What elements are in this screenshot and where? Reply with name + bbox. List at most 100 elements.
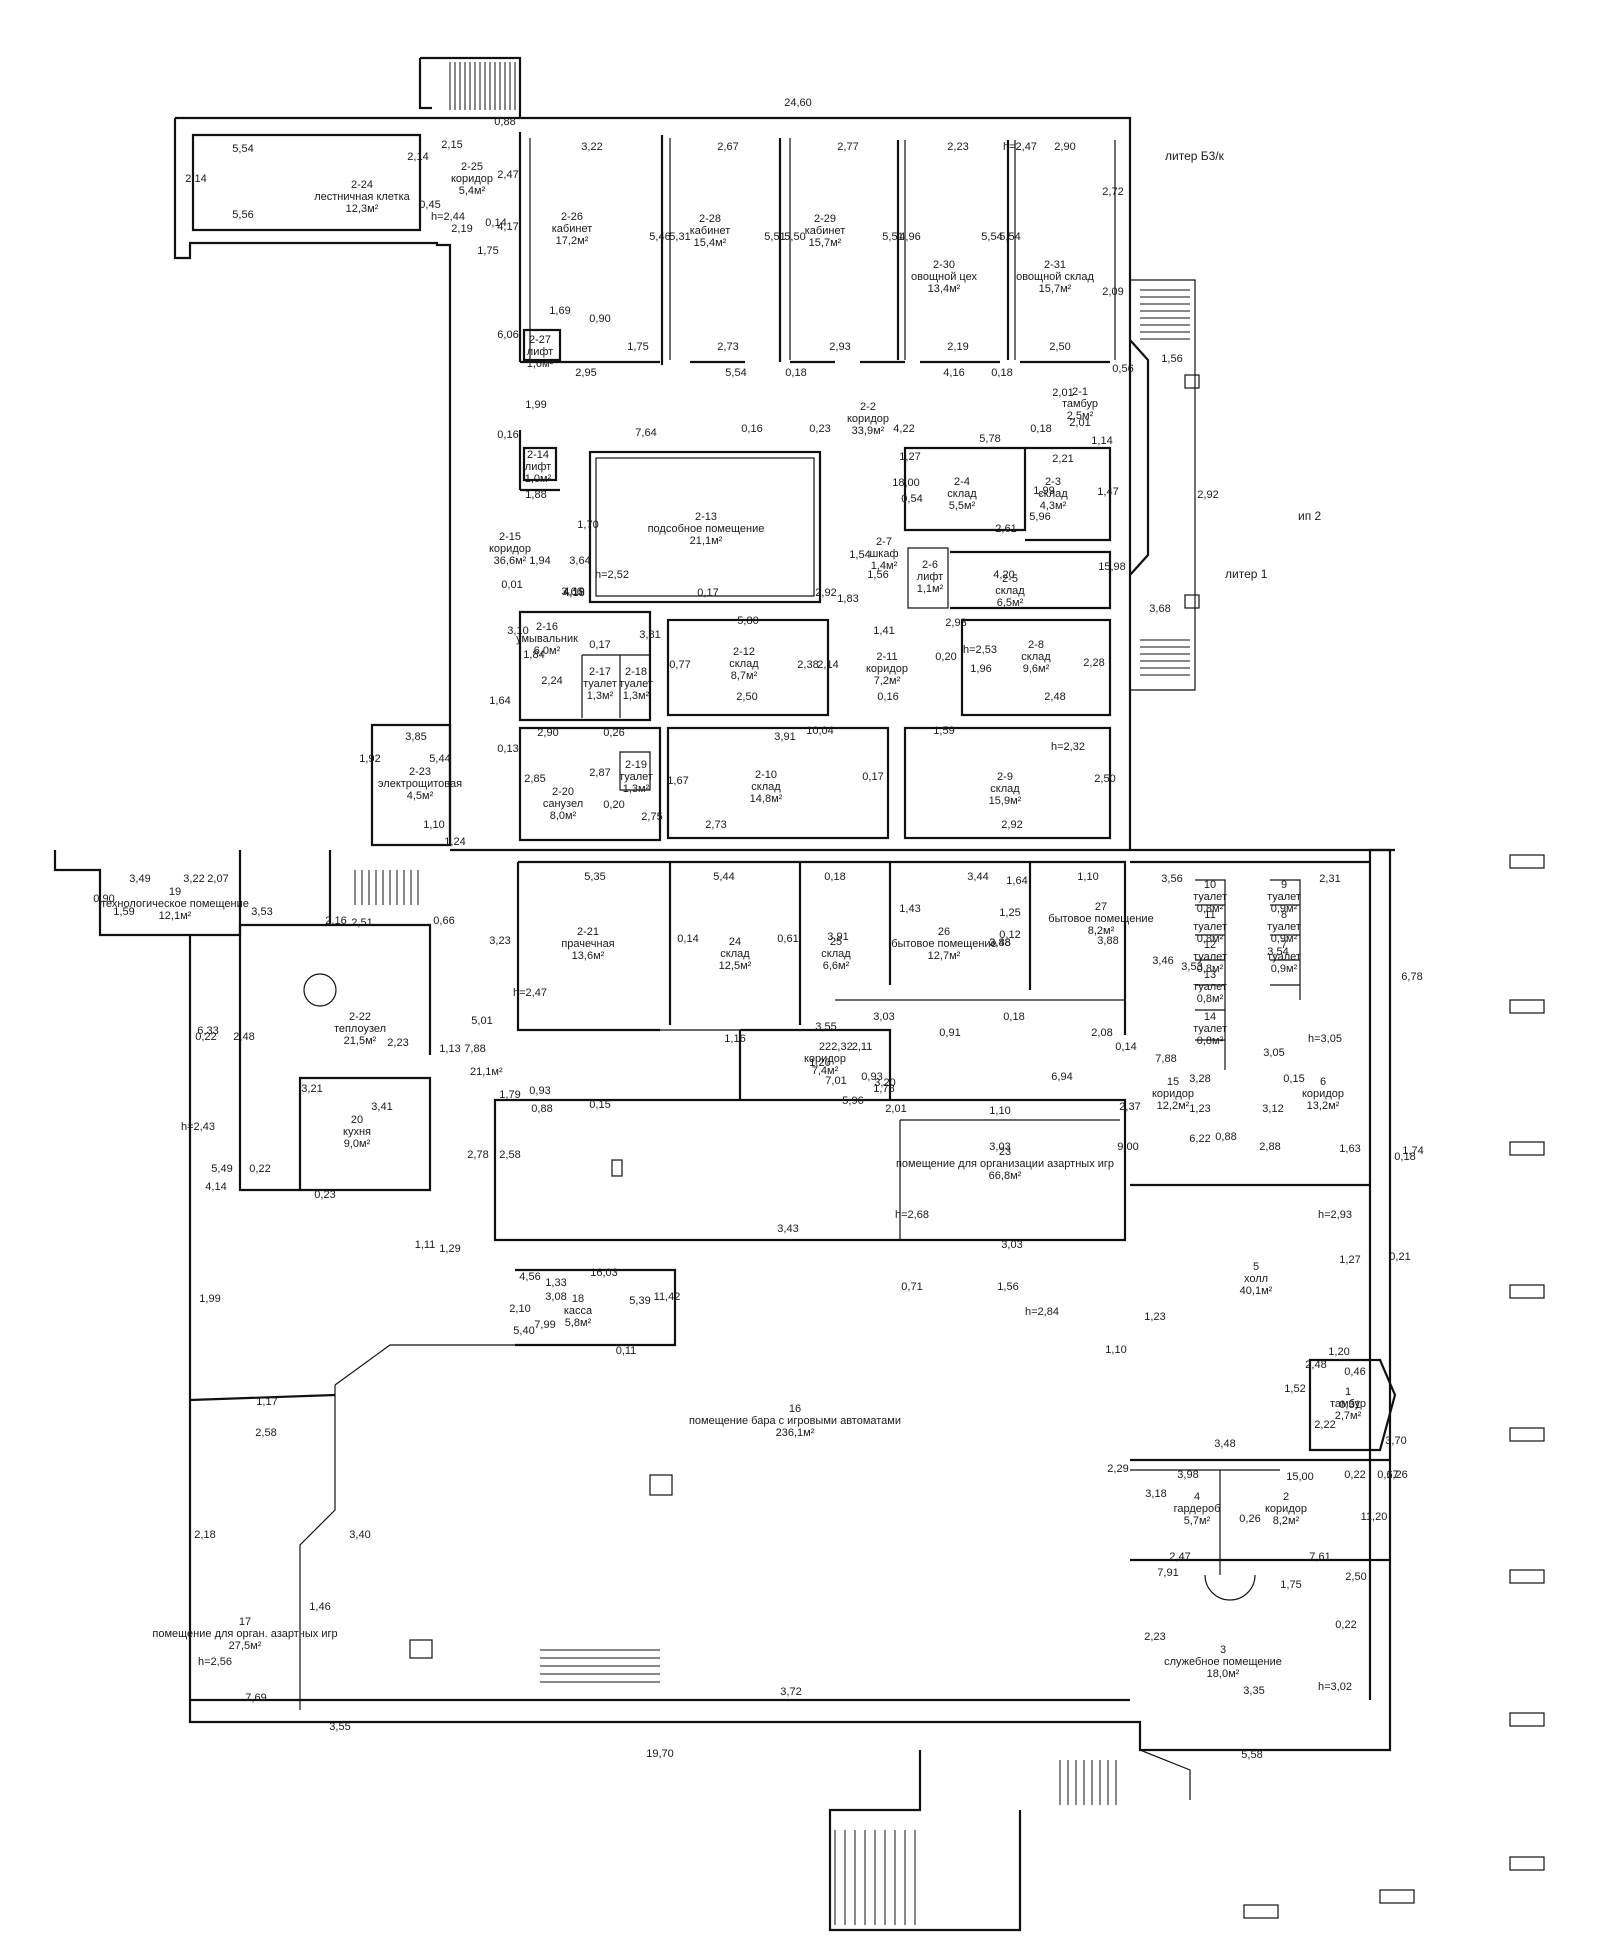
- room-area: 40,1м²: [1240, 1285, 1273, 1297]
- dimension-label: 1,59: [113, 906, 134, 918]
- dimension-label: 7,88: [1155, 1053, 1176, 1065]
- dimension-label: 2,28: [1083, 657, 1104, 669]
- height-label: h=2,68: [895, 1209, 929, 1221]
- dimension-label: 2,51: [351, 917, 372, 929]
- dimension-label: 0,17: [697, 587, 718, 599]
- dimension-label: 2,18: [194, 1529, 215, 1541]
- room-number: 2-8: [1028, 639, 1044, 651]
- dimension-label: 4,16: [943, 367, 964, 379]
- dimension-label: 1,17: [256, 1396, 277, 1408]
- room-number: 23: [999, 1146, 1011, 1158]
- dimension-label: 0,31: [1339, 1399, 1360, 1411]
- room-number: 25: [830, 936, 842, 948]
- room-area: 2,7м²: [1335, 1410, 1362, 1422]
- dimension-label: 3,10: [507, 625, 528, 637]
- dimension-label: 0,26: [603, 727, 624, 739]
- dimension-label: 1,27: [899, 451, 920, 463]
- dimension-label: 3,54: [1267, 946, 1288, 958]
- room-name: туалет: [1193, 951, 1227, 963]
- room-number: 2-10: [755, 769, 777, 781]
- dimension-label: 2,77: [837, 141, 858, 153]
- room-area: 12,7м²: [928, 950, 961, 962]
- dimension-label: 1,10: [1105, 1344, 1126, 1356]
- room-area: 0,8м²: [1197, 933, 1224, 945]
- dimension-label: 2,92: [815, 587, 836, 599]
- dimension-label: 3,12: [1262, 1103, 1283, 1115]
- room-name: гардероб: [1174, 1503, 1221, 1515]
- dimension-label: 2,07: [207, 873, 228, 885]
- free-area-label: 21,1м²: [470, 1066, 503, 1078]
- dimension-label: 2,92: [1001, 819, 1022, 831]
- dimension-label: 2,95: [575, 367, 596, 379]
- dimension-label: 1,59: [933, 725, 954, 737]
- dimension-label: 2,10: [509, 1303, 530, 1315]
- room-area: 0,9м²: [1271, 933, 1298, 945]
- dimension-label: 0,01: [501, 579, 522, 591]
- dimension-label: 2,58: [255, 1427, 276, 1439]
- room-area: 1,1м²: [917, 583, 944, 595]
- dimension-label: 9,00: [1117, 1141, 1138, 1153]
- room-area: 36,6м²: [494, 555, 527, 567]
- height-label: h=2,93: [1318, 1209, 1352, 1221]
- room-number: 27: [1095, 901, 1107, 913]
- dimension-label: 3,55: [329, 1721, 350, 1733]
- dimension-label: 2,50: [1345, 1571, 1366, 1583]
- dimension-label: 4,22: [893, 423, 914, 435]
- room-area: 12,1м²: [159, 910, 192, 922]
- room-number: 12: [1204, 939, 1216, 951]
- dimension-label: 1,25: [999, 907, 1020, 919]
- dimension-label: 0,88: [531, 1103, 552, 1115]
- dimension-label: 0,88: [494, 116, 515, 128]
- room-number: 6: [1320, 1076, 1326, 1088]
- room-number: 2: [1283, 1491, 1289, 1503]
- dimension-label: 5,54: [725, 367, 746, 379]
- dimension-label: 1,83: [837, 593, 858, 605]
- room-name: туалет: [583, 678, 617, 690]
- room-name: кухня: [343, 1126, 371, 1138]
- dimension-label: 1,10: [989, 1105, 1010, 1117]
- room-name: коридор: [451, 173, 493, 185]
- room-number: 2-16: [536, 621, 558, 633]
- room-area: 0,9м²: [1271, 903, 1298, 915]
- dimension-label: 3,70: [1385, 1435, 1406, 1447]
- dimension-label: 2,93: [829, 341, 850, 353]
- label-liter1: литер 1: [1225, 567, 1268, 581]
- dimension-label: 2,88: [1259, 1141, 1280, 1153]
- dimension-label: 1,67: [667, 775, 688, 787]
- dimension-label: 0,18: [1394, 1151, 1415, 1163]
- dimension-label: 0,77: [669, 659, 690, 671]
- dimension-label: 1,99: [1033, 485, 1054, 497]
- dimension-label: 0,16: [741, 423, 762, 435]
- room-area: 8,2м²: [1273, 1515, 1300, 1527]
- dimension-label: 2,67: [717, 141, 738, 153]
- dimension-label: 3,18: [1145, 1488, 1166, 1500]
- height-label: h=2,84: [1025, 1306, 1059, 1318]
- room-number: 2-31: [1044, 259, 1066, 271]
- room-name: умывальник: [516, 633, 578, 645]
- dimension-label: 3,55: [815, 1021, 836, 1033]
- room-number: 24: [729, 936, 741, 948]
- dimension-label: 2,85: [524, 773, 545, 785]
- dimension-label: 6,78: [1401, 971, 1422, 983]
- room-area: 0,8м²: [1197, 993, 1224, 1005]
- room-name: туалет: [619, 771, 653, 783]
- dimension-label: 0,46: [1344, 1366, 1365, 1378]
- dimension-label: 2,19: [451, 223, 472, 235]
- room-name: туалет: [619, 678, 653, 690]
- dimension-label: 0,18: [785, 367, 806, 379]
- dimension-label: 1,11: [415, 1239, 436, 1251]
- dimension-label: 15,98: [1098, 561, 1126, 573]
- dimension-label: 7,91: [1157, 1567, 1178, 1579]
- room-area: 8,7м²: [731, 670, 758, 682]
